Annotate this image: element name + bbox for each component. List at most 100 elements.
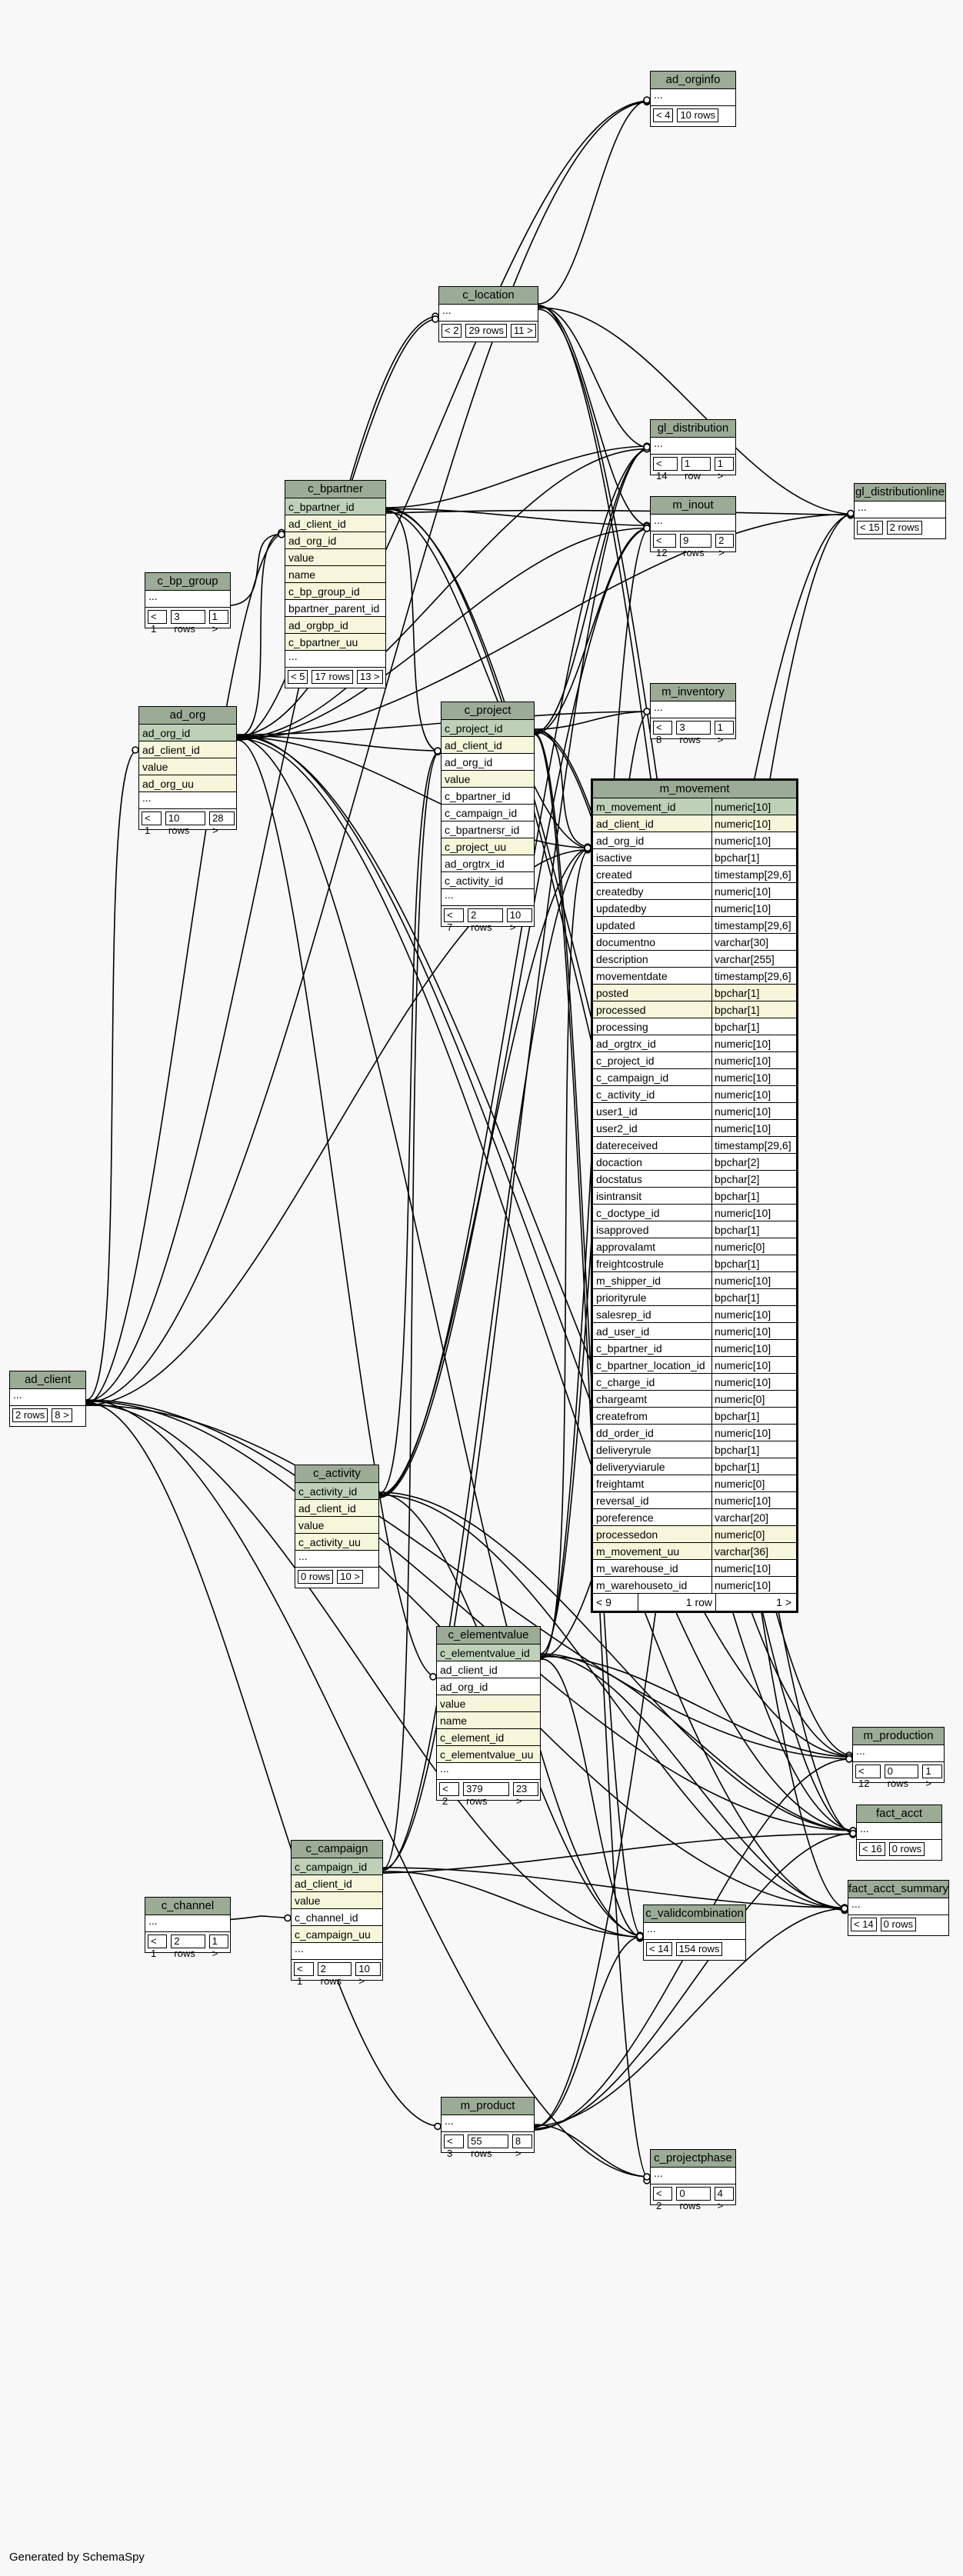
footer-cell[interactable]: 8 > <box>52 1408 72 1422</box>
footer-cell[interactable]: 10 > <box>506 908 532 933</box>
footer-cell[interactable]: 3 rows <box>171 610 205 635</box>
footer-cell[interactable]: 3 rows <box>676 721 711 745</box>
footer-cell[interactable]: < 4 <box>653 108 674 122</box>
footer-cell[interactable]: 0 rows <box>880 1918 916 1931</box>
optional-end-marker <box>849 1829 857 1838</box>
column-row: ad_org_id <box>437 1678 540 1695</box>
footer-cell[interactable]: 2 > <box>715 534 735 558</box>
footer-cell[interactable]: 0 rows <box>298 1570 334 1584</box>
footer-cell[interactable]: 1 > <box>208 610 229 635</box>
footer-cell[interactable]: < 1 <box>142 811 162 836</box>
children-count[interactable]: 1 > <box>776 1596 791 1608</box>
footer-cell[interactable]: 10 > <box>355 1962 381 1987</box>
footer-cell[interactable]: < 3 <box>444 2134 465 2159</box>
footer-cell[interactable]: < 16 <box>859 1842 885 1856</box>
footer-cell[interactable]: 1 row <box>681 457 711 482</box>
footer-cell[interactable]: 11 > <box>510 324 536 338</box>
footer-cell[interactable]: 1 > <box>208 1934 229 1959</box>
footer-cell[interactable]: 154 rows <box>675 1942 723 1956</box>
footer-cell[interactable]: 1 > <box>714 721 735 745</box>
footer-cell[interactable]: 10 > <box>337 1570 363 1584</box>
footer-cell[interactable]: 379 rows <box>463 1782 509 1807</box>
footer-cell[interactable]: < 7 <box>444 908 465 933</box>
footer-cell[interactable]: 10 rows <box>165 811 206 836</box>
footer-cell[interactable]: < 15 <box>857 521 883 535</box>
footer-cell[interactable]: 2 rows <box>171 1934 205 1959</box>
footer-cell[interactable]: 2 rows <box>12 1408 48 1422</box>
column-row: ad_org_id <box>285 532 385 549</box>
footer-cell[interactable]: < 14 <box>851 1918 877 1931</box>
footer-cell[interactable]: < 1 <box>294 1962 314 1987</box>
column-name: processed <box>593 1001 712 1018</box>
column-row: value <box>437 1695 540 1712</box>
column-type: bpchar[1] <box>715 1021 760 1033</box>
footer-cell[interactable]: < 12 <box>653 534 677 558</box>
column-type: numeric[10] <box>715 1071 771 1084</box>
footer-cell[interactable]: 0 rows <box>888 1842 925 1856</box>
footer-cell[interactable]: 23 > <box>512 1782 538 1807</box>
column-type: numeric[10] <box>715 1055 771 1067</box>
footer-cell[interactable]: < 1 <box>148 1934 168 1959</box>
footer-cell[interactable]: 4 > <box>714 2187 735 2211</box>
footer-cell[interactable]: < 1 <box>148 610 168 635</box>
footer-cell[interactable]: 0 rows <box>676 2187 711 2211</box>
parents-count[interactable]: < 9 <box>593 1594 638 1611</box>
footer-cell[interactable]: < 5 <box>288 670 308 684</box>
footer-cell[interactable]: < 14 <box>646 1942 672 1956</box>
footer-cell[interactable]: < 2 <box>442 324 462 338</box>
footer-cell[interactable]: 2 rows <box>886 521 922 535</box>
footer-cell[interactable]: 1 > <box>922 1765 942 1789</box>
footer-cell[interactable]: 10 rows <box>677 108 718 122</box>
column-type: numeric[10] <box>715 1325 771 1338</box>
optional-end-marker <box>432 315 439 323</box>
footer-cell[interactable]: 55 rows <box>468 2134 508 2159</box>
footer-cell[interactable]: 2 rows <box>317 1962 352 1987</box>
more-columns: ... <box>10 1389 85 1406</box>
footer-cell[interactable]: < 14 <box>653 457 678 482</box>
footer-cell[interactable]: 1 > <box>714 457 734 482</box>
column-type: numeric[10] <box>715 1122 771 1135</box>
footer-cell[interactable]: 29 rows <box>465 324 507 338</box>
relationship-line <box>382 446 651 1870</box>
footer-cell[interactable]: 2 rows <box>468 908 503 933</box>
footer-cell[interactable]: 13 > <box>356 670 383 684</box>
footer-cell[interactable]: 0 rows <box>884 1765 919 1789</box>
footer-cell[interactable]: < 2 <box>653 2187 673 2211</box>
footer-cell[interactable]: < 2 <box>439 1782 460 1807</box>
footer-cell[interactable]: 28 > <box>209 811 235 836</box>
footer-cell[interactable]: < 8 <box>653 721 673 745</box>
footer-cell[interactable]: 17 rows <box>312 670 353 684</box>
relationship-line <box>382 847 591 1871</box>
column-name: approvalamt <box>593 1238 712 1255</box>
column-type: bpchar[1] <box>715 851 760 864</box>
footer-cell[interactable]: < 12 <box>855 1765 881 1789</box>
footer-cell[interactable]: 8 > <box>511 2134 532 2159</box>
footer-cell[interactable]: 9 rows <box>680 534 712 558</box>
